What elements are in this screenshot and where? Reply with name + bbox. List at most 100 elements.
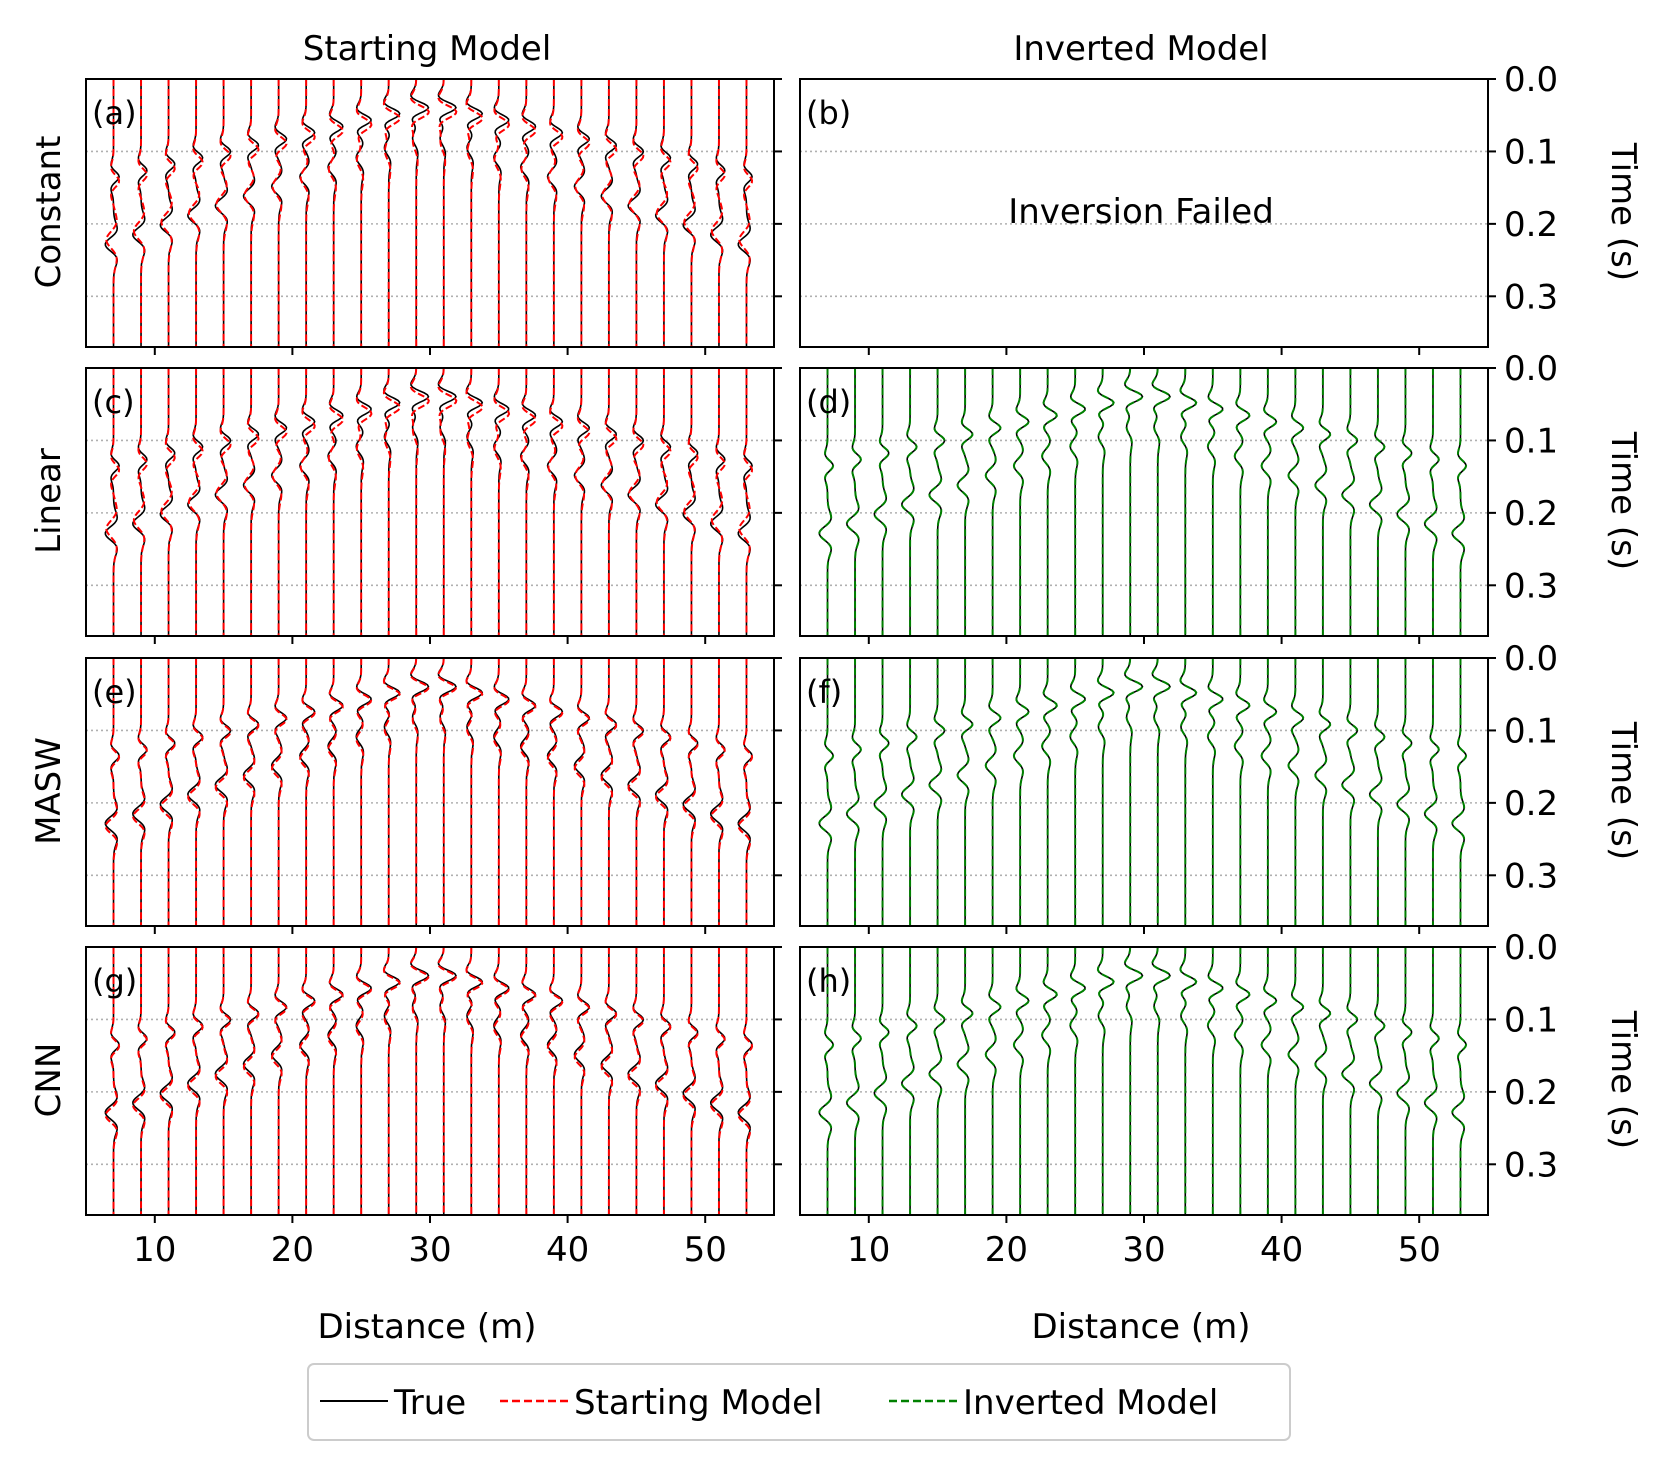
trace-starting-g-12 <box>437 946 457 1215</box>
trace-true-d-11 <box>1124 367 1144 636</box>
trace-inverted-d-6 <box>984 368 1002 636</box>
trace-true-d-23 <box>1451 368 1467 636</box>
trace-true-c-14 <box>493 368 510 636</box>
legend: True Starting Model Inverted Model <box>307 1363 1291 1441</box>
trace-starting-g-5 <box>242 947 260 1215</box>
trace-true-h-9 <box>1069 947 1086 1215</box>
xtick-label-h-1: 20 <box>985 1230 1028 1270</box>
trace-true-g-11 <box>410 946 430 1215</box>
trace-inverted-h-20 <box>1368 947 1386 1215</box>
trace-inverted-d-5 <box>956 368 974 636</box>
xlabel-right: Distance (m) <box>1031 1307 1250 1347</box>
trace-inverted-h-11 <box>1123 946 1144 1215</box>
trace-true-d-2 <box>873 368 890 636</box>
trace-inverted-h-16 <box>1260 947 1278 1215</box>
trace-true-e-12 <box>437 657 457 926</box>
panel-label-g: (g) <box>92 962 137 1000</box>
trace-inverted-h-23 <box>1451 947 1468 1215</box>
trace-inverted-f-20 <box>1368 658 1386 926</box>
trace-starting-g-10 <box>382 946 401 1215</box>
trace-starting-g-18 <box>600 947 618 1215</box>
trace-starting-a-9 <box>355 79 373 347</box>
trace-true-d-9 <box>1069 368 1086 636</box>
trace-starting-a-15 <box>520 79 537 347</box>
ytick-label-h-3: 0.3 <box>1504 1145 1558 1185</box>
trace-starting-a-4 <box>215 79 232 347</box>
trace-starting-c-16 <box>547 368 564 636</box>
trace-starting-g-16 <box>546 947 564 1215</box>
trace-starting-c-9 <box>355 368 373 636</box>
trace-starting-e-0 <box>104 658 121 926</box>
trace-starting-g-13 <box>465 946 484 1215</box>
trace-inverted-f-4 <box>928 658 946 926</box>
trace-inverted-d-8 <box>1041 368 1058 636</box>
trace-true-d-14 <box>1207 368 1224 636</box>
trace-true-g-8 <box>327 947 344 1215</box>
trace-inverted-f-16 <box>1260 658 1278 926</box>
trace-inverted-d-21 <box>1396 368 1413 636</box>
trace-starting-e-10 <box>382 657 401 926</box>
trace-starting-c-17 <box>574 368 591 636</box>
trace-true-g-13 <box>465 946 484 1215</box>
trace-true-h-11 <box>1124 946 1144 1215</box>
trace-starting-g-21 <box>682 947 699 1215</box>
trace-starting-g-0 <box>104 947 121 1215</box>
trace-starting-c-15 <box>520 368 537 636</box>
trace-starting-c-5 <box>243 368 260 636</box>
trace-inverted-h-5 <box>956 947 974 1215</box>
trace-starting-c-12 <box>437 367 458 636</box>
trace-inverted-f-8 <box>1041 658 1058 926</box>
trace-true-h-14 <box>1207 947 1224 1215</box>
panel-label-e: (e) <box>92 673 137 711</box>
panel-c: (c) <box>85 367 782 644</box>
trace-true-e-22 <box>709 658 726 926</box>
column-title-starting: Starting Model <box>303 29 552 69</box>
trace-starting-g-17 <box>573 947 591 1215</box>
row-label-constant: Constant <box>29 136 69 289</box>
trace-starting-g-9 <box>355 947 373 1215</box>
trace-true-c-10 <box>383 367 401 636</box>
ytick-label-f-0: 0.0 <box>1504 639 1558 679</box>
trace-inverted-f-7 <box>1012 658 1030 926</box>
legend-frame <box>307 1363 1291 1441</box>
ytick-label-h-1: 0.1 <box>1504 1000 1558 1040</box>
trace-inverted-d-17 <box>1287 368 1305 636</box>
trace-inverted-h-3 <box>900 947 918 1215</box>
trace-true-e-11 <box>410 657 430 926</box>
trace-starting-e-11 <box>409 657 430 926</box>
trace-inverted-h-8 <box>1041 947 1058 1215</box>
trace-inverted-f-0 <box>818 658 835 926</box>
trace-true-c-16 <box>546 368 564 636</box>
trace-inverted-f-11 <box>1123 657 1144 926</box>
trace-starting-g-7 <box>299 947 316 1215</box>
trace-starting-a-19 <box>628 79 645 347</box>
xtick-label-h-4: 50 <box>1398 1230 1441 1270</box>
trace-starting-e-22 <box>709 658 726 926</box>
trace-starting-c-10 <box>382 367 401 636</box>
trace-true-h-22 <box>1423 947 1440 1215</box>
trace-inverted-f-2 <box>873 658 890 926</box>
trace-true-f-23 <box>1451 658 1467 926</box>
trace-inverted-h-4 <box>928 947 946 1215</box>
trace-true-d-12 <box>1151 367 1171 636</box>
trace-starting-c-1 <box>132 368 148 636</box>
trace-true-g-10 <box>383 946 401 1215</box>
row-label-linear: Linear <box>29 448 69 554</box>
trace-inverted-f-10 <box>1096 657 1115 926</box>
trace-starting-g-14 <box>493 947 510 1215</box>
trace-inverted-d-3 <box>900 368 918 636</box>
trace-starting-e-5 <box>242 658 260 926</box>
trace-inverted-f-19 <box>1341 658 1359 926</box>
trace-inverted-f-22 <box>1423 658 1440 926</box>
trace-inverted-h-22 <box>1423 947 1440 1215</box>
trace-starting-c-7 <box>299 368 316 636</box>
trace-starting-a-14 <box>493 79 511 347</box>
trace-true-a-14 <box>493 79 510 347</box>
trace-inverted-d-15 <box>1233 368 1251 636</box>
trace-inverted-h-7 <box>1012 947 1030 1215</box>
ytick-label-f-1: 0.1 <box>1504 711 1558 751</box>
trace-true-e-13 <box>465 657 484 926</box>
xtick-label-g-3: 40 <box>546 1230 589 1270</box>
trace-starting-e-21 <box>682 658 699 926</box>
